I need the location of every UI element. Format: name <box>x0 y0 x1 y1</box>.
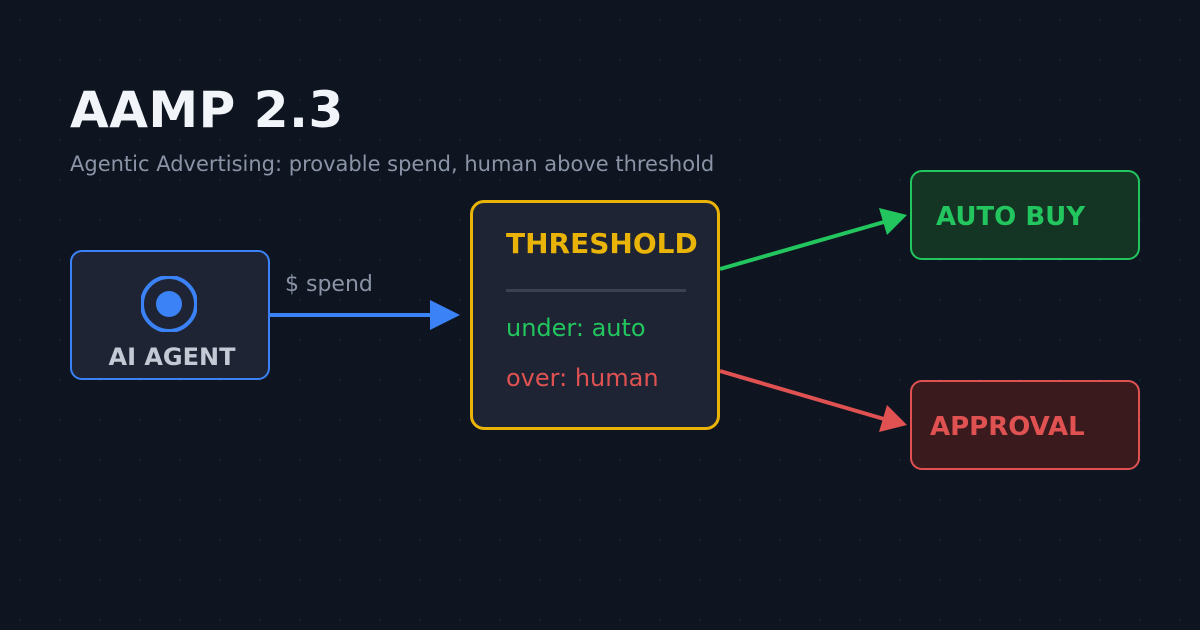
threshold-under-rule: under: auto <box>506 314 646 342</box>
target-icon <box>141 276 197 332</box>
threshold-title: THRESHOLD <box>506 227 698 260</box>
threshold-node: THRESHOLD under: auto over: human <box>470 200 720 430</box>
auto-buy-label: AUTO BUY <box>936 202 1086 232</box>
approval-arrow <box>719 369 907 432</box>
threshold-divider <box>506 289 686 292</box>
ai-agent-node: AI AGENT <box>70 250 270 380</box>
page-subtitle: Agentic Advertising: provable spend, hum… <box>70 152 715 176</box>
spend-edge-label: $ spend <box>285 272 373 297</box>
auto-buy-arrow <box>719 208 907 271</box>
auto-buy-node: AUTO BUY <box>910 170 1140 260</box>
page-title: AAMP 2.3 <box>70 81 344 139</box>
approval-label: APPROVAL <box>930 412 1085 442</box>
ai-agent-label: AI AGENT <box>108 343 236 371</box>
threshold-over-rule: over: human <box>506 364 659 392</box>
spend-arrow <box>270 300 460 330</box>
approval-node: APPROVAL <box>910 380 1140 470</box>
